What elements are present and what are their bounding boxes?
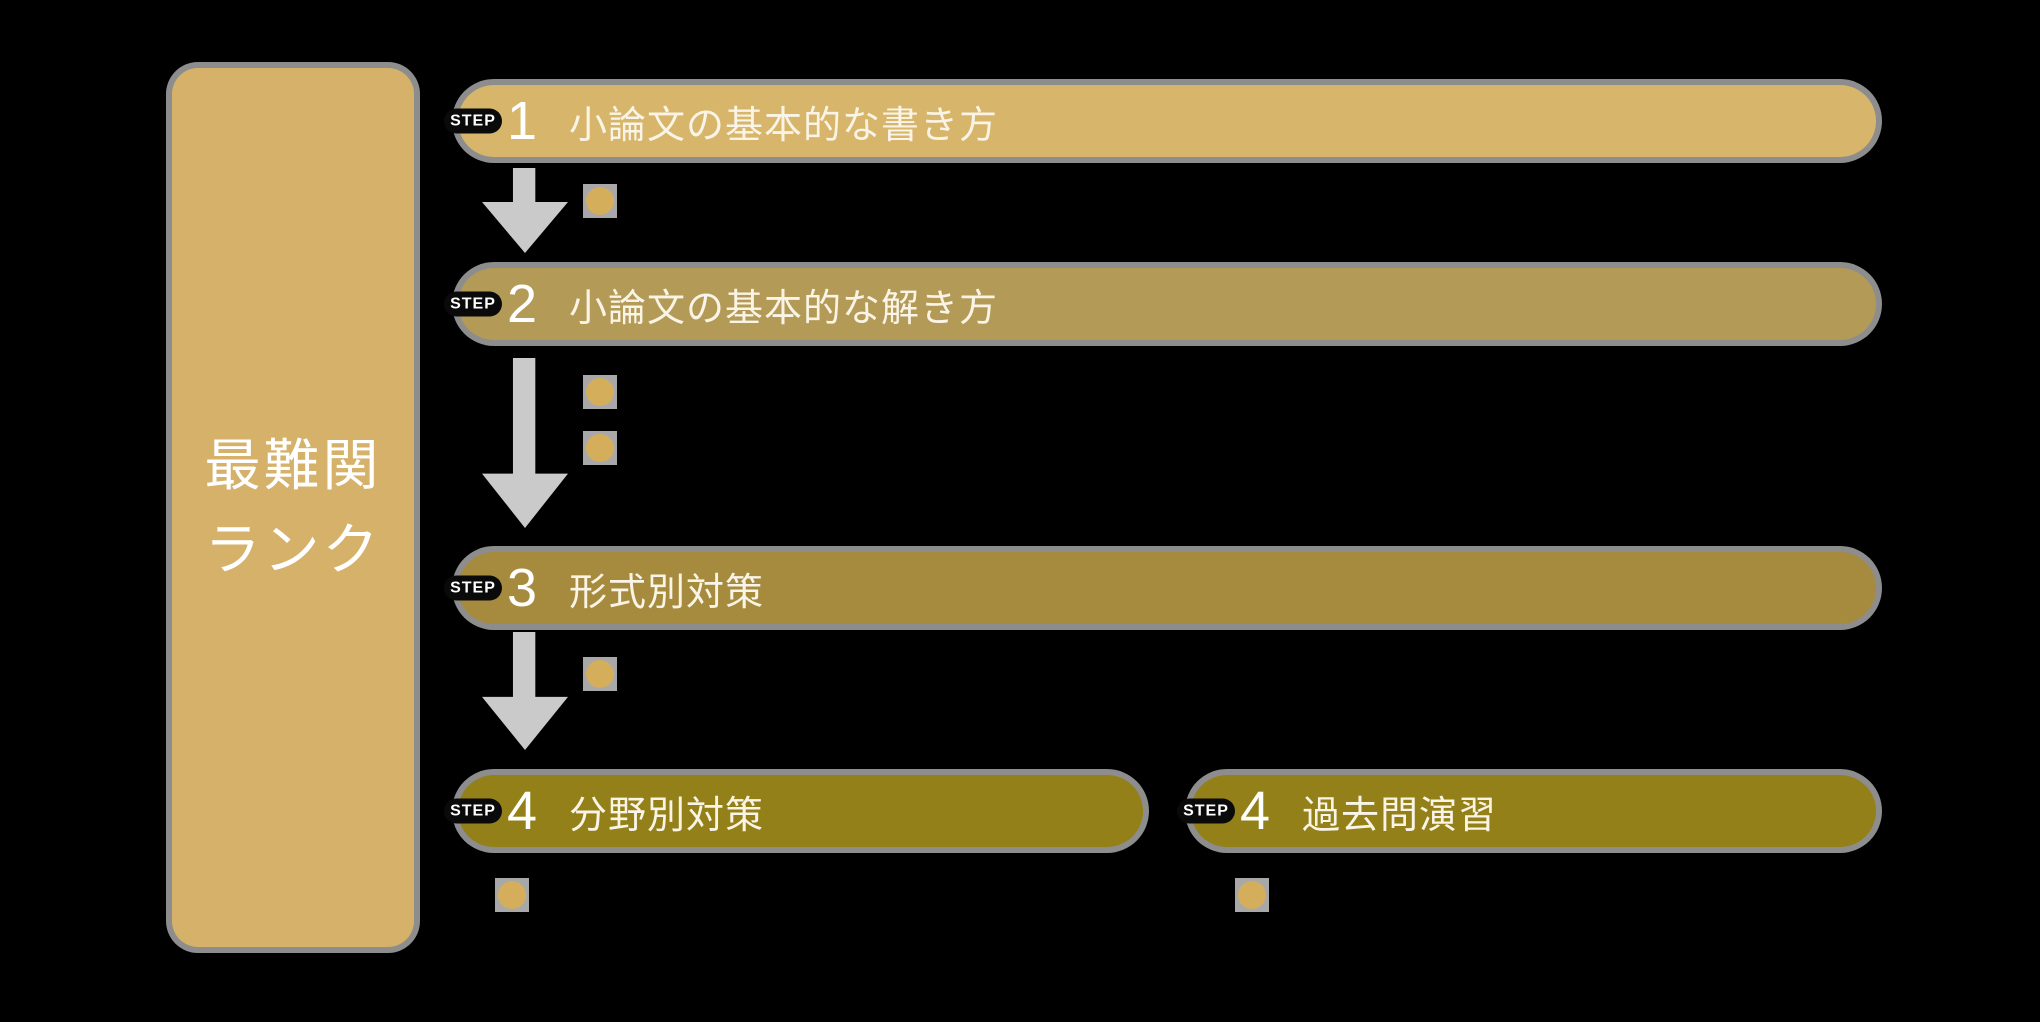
bullet-dot (583, 657, 617, 691)
step-number: 1 (507, 91, 538, 151)
bullet-dot-circle (586, 434, 614, 462)
rank-label-line2: ランク (204, 517, 382, 581)
step-bar-2: STEP 2 小論文の基本的な解き方 (444, 268, 1876, 340)
step-number: 2 (507, 274, 538, 334)
rank-sidebar: 最難関 ランク (172, 68, 414, 947)
step-number: 3 (507, 558, 538, 618)
step-label: 小論文の基本的な書き方 (569, 104, 999, 147)
step-number: 4 (1240, 781, 1271, 841)
step-bar-3: STEP 3 形式別対策 (444, 552, 1876, 624)
bullet-dot (495, 878, 529, 912)
bullet-dot-circle (586, 378, 614, 406)
step-bar-4-left: STEP 4 分野別対策 (444, 775, 1143, 847)
step-badge: STEP (444, 291, 502, 317)
down-arrow-icon (482, 358, 568, 528)
step-number: 4 (507, 781, 538, 841)
bullet-dot-circle (586, 660, 614, 688)
bullet-dot-circle (1238, 881, 1266, 909)
bullet-dot (583, 375, 617, 409)
bullet-dot (583, 431, 617, 465)
step-label: 小論文の基本的な解き方 (569, 287, 999, 330)
step-label: 形式別対策 (569, 571, 765, 614)
step-bar-1: STEP 1 小論文の基本的な書き方 (444, 85, 1876, 157)
bullet-dot (1235, 878, 1269, 912)
step-label: 過去問演習 (1302, 794, 1498, 837)
rank-label: 最難関 ランク (205, 424, 382, 592)
down-arrow-icon (482, 168, 568, 253)
step-label: 分野別対策 (569, 794, 765, 837)
rank-label-line1: 最難関 (204, 433, 382, 497)
step-bar-4-right: STEP 4 過去問演習 (1177, 775, 1876, 847)
bullet-dot-circle (586, 187, 614, 215)
down-arrow-icon (482, 632, 568, 750)
step-badge: STEP (1177, 798, 1235, 824)
step-badge: STEP (444, 108, 502, 134)
step-badge: STEP (444, 798, 502, 824)
step-badge: STEP (444, 575, 502, 601)
bullet-dot-circle (498, 881, 526, 909)
bullet-dot (583, 184, 617, 218)
